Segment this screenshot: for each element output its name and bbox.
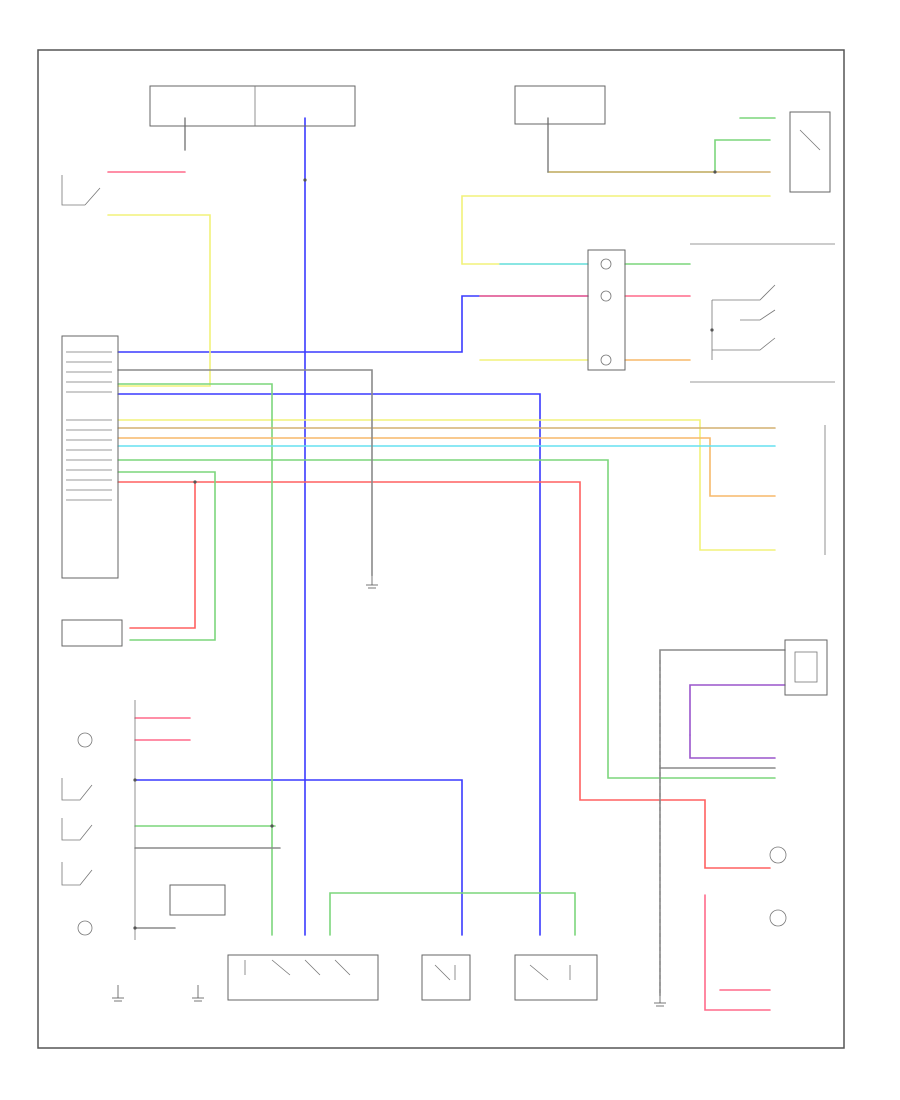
wire-violet-2 — [689, 734, 776, 759]
ground-symbol-icon — [654, 995, 666, 1007]
ecu-module — [61, 335, 119, 579]
wire-group — [107, 117, 786, 1011]
wire-pink-6 — [704, 894, 771, 1011]
indicator-lamp-icon — [769, 846, 787, 864]
indicator-lamp-icon — [77, 732, 93, 748]
indicator-lamp-icon — [600, 354, 612, 366]
switch-contact-icon — [244, 959, 351, 976]
wire-green-4 — [547, 139, 771, 173]
indicator-lamp-icon — [77, 920, 93, 936]
wire-green-2 — [117, 471, 216, 641]
wire-blue-lower — [134, 779, 463, 936]
wire-green-6 — [329, 892, 576, 936]
fuse-box-right — [514, 85, 606, 125]
wire-orange-1 — [117, 437, 776, 497]
switch-contact-icon — [711, 284, 776, 360]
wire-gray-1 — [117, 369, 373, 576]
sub-unit-box — [169, 884, 226, 916]
sensor-module — [784, 639, 828, 696]
ground-symbol-icon — [112, 985, 124, 1002]
switch-contact-icon — [61, 778, 93, 886]
sensor-module-inner — [794, 651, 818, 683]
switch-box-right — [514, 954, 598, 1001]
switch-contact-icon — [434, 964, 456, 981]
indicator-lamp-icon — [600, 290, 612, 302]
indicator-lamp-icon — [600, 258, 612, 270]
relay-box — [789, 111, 831, 193]
switch-contact-icon — [529, 964, 571, 981]
indicator-lamp-icon — [769, 909, 787, 927]
wire-red-1 — [117, 481, 771, 869]
wire-gray-2 — [659, 649, 786, 996]
fuse-box-main — [149, 85, 356, 127]
relay-contact — [799, 129, 821, 151]
ground-symbol-icon — [192, 985, 204, 1002]
switch-box-center — [421, 954, 471, 1001]
brake-switch-icon — [61, 175, 101, 206]
wire-yellow-2 — [461, 195, 771, 265]
wire-green-3 — [117, 459, 776, 779]
wire-blue-ecu-2 — [117, 393, 541, 936]
diagram-frame — [37, 49, 845, 1049]
control-switch-unit — [227, 954, 379, 1001]
wire-yellow-5 — [117, 419, 776, 551]
wire-blue-ecu-1 — [117, 295, 589, 353]
wire-violet-1 — [689, 684, 786, 736]
wire-green-1 — [117, 383, 273, 936]
wire-red-2 — [129, 481, 196, 629]
splice-points — [133, 170, 717, 930]
ground-symbol-icon — [366, 575, 378, 589]
connector-box-left — [61, 619, 123, 647]
center-connector-block — [587, 249, 626, 371]
wire-yellow-1 — [107, 214, 211, 387]
ecu-pin-labels — [66, 351, 112, 501]
